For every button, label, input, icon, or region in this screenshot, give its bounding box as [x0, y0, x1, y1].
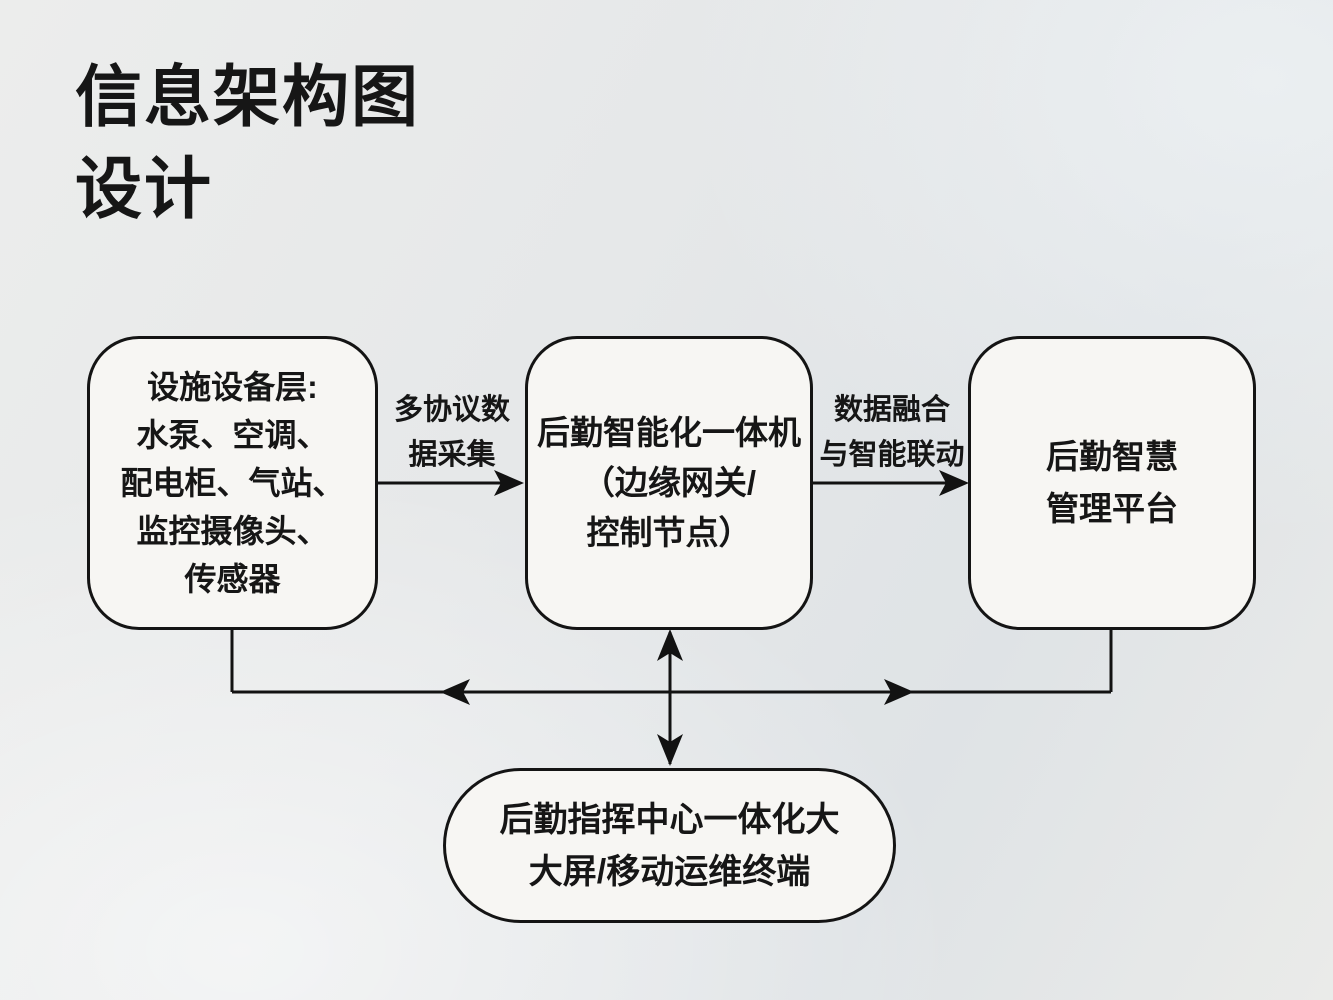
node-command-center-terminal: 后勤指挥中心一体化大 大屏/移动运维终端 — [443, 768, 896, 923]
page-title-line2: 设计 — [75, 152, 213, 227]
edge-collect-arrowhead-icon — [494, 470, 524, 496]
node-text-line: 大屏/移动运维终端 — [528, 852, 811, 891]
node-text-line: （边缘网关/ — [581, 464, 757, 501]
edge-label-line: 与智能联动 — [819, 439, 965, 471]
edge-label-data-fusion-linkage: 数据融合 与智能联动 — [812, 388, 972, 478]
gateway-terminal-down-arrowhead-icon — [657, 734, 683, 766]
node-logistics-gateway: 后勤智能化一体机 （边缘网关/ 控制节点） — [525, 336, 813, 630]
page-title: 信息架构图 设计 — [75, 52, 420, 236]
node-text-line: 水泵、空调、 — [136, 417, 329, 453]
edge-label-line: 据采集 — [408, 439, 496, 471]
bus-right-arrowhead-icon — [884, 679, 914, 705]
page-title-line1: 信息架构图 — [75, 60, 420, 135]
node-smart-management-platform: 后勤智慧 管理平台 — [968, 336, 1256, 630]
node-text-line: 配电柜、气站、 — [120, 465, 345, 501]
node-text-line: 设施设备层: — [147, 369, 318, 405]
bus-left-arrowhead-icon — [440, 679, 470, 705]
node-text-line: 传感器 — [184, 561, 281, 597]
node-text-line: 管理平台 — [1046, 490, 1178, 527]
node-facility-devices: 设施设备层: 水泵、空调、 配电柜、气站、 监控摄像头、 传感器 — [87, 336, 378, 630]
edge-fusion-arrowhead-icon — [939, 470, 969, 496]
edge-label-line: 数据融合 — [833, 394, 950, 426]
gateway-terminal-up-arrowhead-icon — [657, 629, 683, 661]
node-text-line: 控制节点） — [586, 514, 752, 551]
node-text-line: 后勤智能化一体机 — [537, 414, 801, 451]
node-text-line: 后勤指挥中心一体化大 — [499, 800, 840, 839]
node-text-line: 监控摄像头、 — [136, 513, 329, 549]
node-text-line: 后勤智慧 — [1046, 438, 1178, 475]
edge-label-line: 多协议数 — [393, 394, 510, 426]
edge-label-multiprotocol-collection: 多协议数 据采集 — [372, 388, 532, 478]
